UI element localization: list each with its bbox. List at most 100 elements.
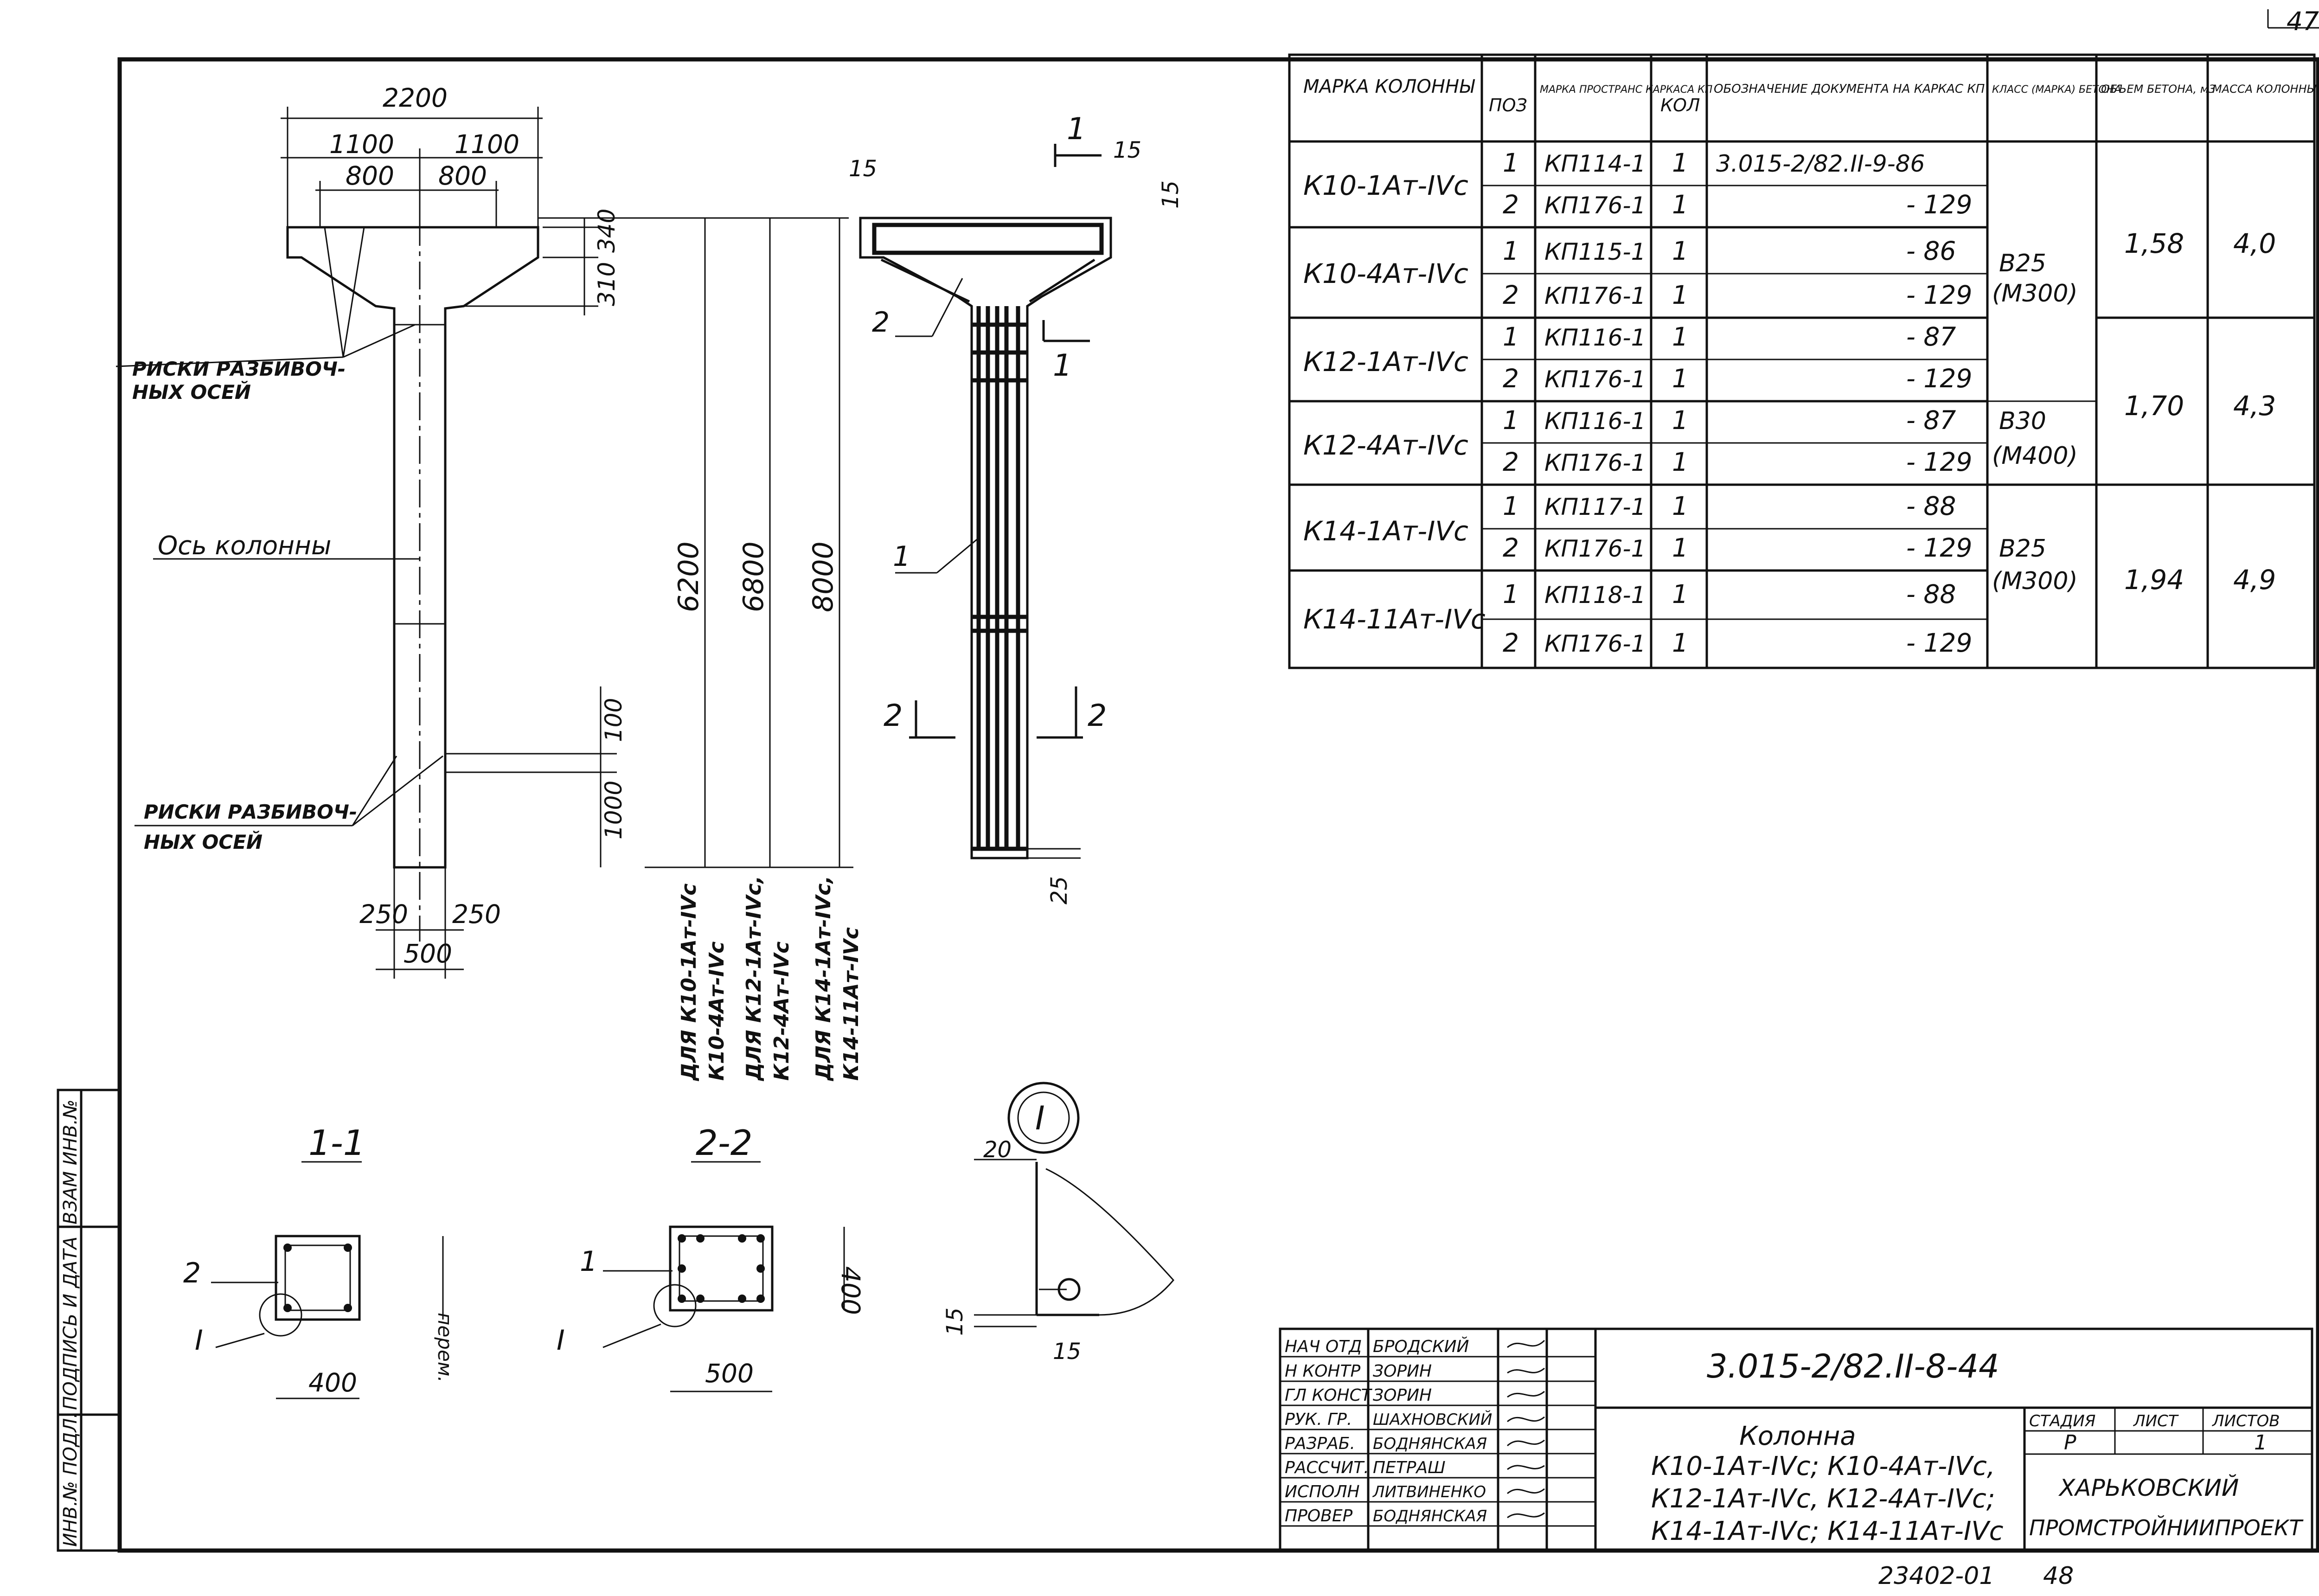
staff-1-role: НАЧ ОТД <box>1285 1337 1362 1356</box>
height-caption-6800-b: К12-4Ат-IVс <box>770 942 794 1081</box>
height-dim-6800: 6800 <box>737 541 770 612</box>
staff-1-name: БРОДСКИЙ <box>1373 1337 1469 1356</box>
row-3-kp-2: КП176-1 <box>1544 366 1646 393</box>
header-pos: ПОЗ <box>1489 95 1527 115</box>
volume-2: 1,70 <box>2124 390 2184 422</box>
staff-4-role: РУК. ГР. <box>1285 1410 1352 1429</box>
row-3-doc-1: - 87 <box>1906 322 1956 352</box>
dim-25: 25 <box>1046 876 1072 904</box>
height-dim-8000: 8000 <box>807 541 839 612</box>
title-line-1: Колонна <box>1739 1421 1856 1451</box>
header-qty: КОЛ <box>1660 95 1700 115</box>
row-1-pos-2: 2 <box>1503 190 1519 219</box>
concrete-1-class: В25 <box>1999 250 2046 277</box>
cut-1-top: 1 <box>1067 112 1086 147</box>
row-1-kp-1: КП114-1 <box>1544 150 1646 177</box>
side-stamp: ВЗАМ ИНВ.№ ПОДПИСЬ И ДАТА ИНВ.№ ПОДЛ. <box>60 1100 81 1547</box>
row-6-kp-2: КП176-1 <box>1544 630 1646 657</box>
org-line-2: ПРОМСТРОЙНИИПРОЕКТ <box>2029 1515 2304 1540</box>
row-4-pos-1: 1 <box>1503 405 1519 435</box>
sheets-value: 1 <box>2254 1431 2267 1455</box>
height-caption-8000-a: ДЛЯ К14-1Ат-IVс, <box>812 876 835 1082</box>
concrete-1-grade: (М300) <box>1992 280 2078 308</box>
row-4-doc-2: - 129 <box>1906 447 1972 477</box>
sheets-header: ЛИСТОВ <box>2211 1412 2280 1430</box>
section-1-1-title: 1-1 <box>308 1122 365 1163</box>
volume-3: 1,94 <box>2124 564 2184 596</box>
staff-6-role: РАССЧИТ. <box>1285 1458 1369 1477</box>
header-doc: ОБОЗНАЧЕНИЕ ДОКУМЕНТА НА КАРКАС КП <box>1714 82 1985 96</box>
dim-250-right: 250 <box>452 899 501 929</box>
staff-7-name: ЛИТВИНЕНКО <box>1372 1483 1486 1501</box>
row-6-kp-1: КП118-1 <box>1544 582 1646 609</box>
dim-500: 500 <box>404 939 452 968</box>
row-1-kp-2: КП176-1 <box>1544 192 1646 219</box>
side-stamp-podpis: ПОДПИСЬ И ДАТА <box>60 1237 81 1410</box>
pos-2-label: 2 <box>872 306 890 339</box>
staff-8-role: ПРОВЕР <box>1285 1506 1353 1525</box>
row-6-qty-2: 1 <box>1672 628 1688 658</box>
dim-1000: 1000 <box>600 781 627 840</box>
detail-I: I 20 15 15 <box>942 1082 1174 1365</box>
row-6-doc-2: - 129 <box>1906 628 1972 658</box>
section-1-1-detail: I <box>195 1324 203 1357</box>
row-1-pos-1: 1 <box>1503 148 1519 178</box>
staff-2-role: Н КОНТР <box>1285 1362 1360 1381</box>
staff-7-role: ИСПОЛН <box>1285 1482 1360 1501</box>
section-2-2-pos: 1 <box>580 1245 597 1278</box>
row-5-doc-2: - 129 <box>1906 533 1972 563</box>
label-risk-top-2: НЫХ ОСЕЙ <box>132 380 251 404</box>
dim-15-a: 15 <box>849 156 877 182</box>
row-5-pos-1: 1 <box>1503 491 1519 521</box>
cut-1-bottom: 1 <box>1053 348 1072 383</box>
row-4-pos-2: 2 <box>1503 447 1519 477</box>
row-4-mark: К12-4Ат-IVс <box>1303 429 1468 461</box>
header-volume: ОБЪЕМ БЕТОНА, м3 <box>2101 83 2216 96</box>
concrete-3-grade: (М300) <box>1992 567 2078 595</box>
title-block: НАЧ ОТД БРОДСКИЙ Н КОНТР ЗОРИН ГЛ КОНСТ … <box>1279 1327 2313 1552</box>
concrete-3-class: В25 <box>1999 535 2046 563</box>
sheet-frame <box>57 9 2319 1553</box>
detail-I-dim-15-b: 15 <box>1053 1339 1081 1365</box>
row-5-mark: К14-1Ат-IVс <box>1303 515 1468 547</box>
dim-2200: 2200 <box>383 83 448 113</box>
height-dim-6200: 6200 <box>673 541 705 612</box>
staff-6-name: ПЕТРАШ <box>1373 1458 1446 1477</box>
section-2-2-width: 500 <box>705 1359 754 1388</box>
row-2-pos-2: 2 <box>1503 280 1519 310</box>
title-line-2: К10-1Ат-IVс; К10-4Ат-IVс, <box>1651 1451 1995 1481</box>
label-risk-bottom-1: РИСКИ РАЗБИВОЧ- <box>144 801 357 823</box>
row-3-qty-1: 1 <box>1672 322 1688 352</box>
row-5-qty-1: 1 <box>1672 491 1688 521</box>
row-2-doc-2: - 129 <box>1906 280 1972 310</box>
height-dimensions: 6200 6800 8000 ДЛЯ К10-1Ат-IVс К10-4Ат-I… <box>538 217 863 1082</box>
volume-1: 1,58 <box>2124 228 2184 259</box>
dim-800-left: 800 <box>346 161 394 191</box>
header-mark: МАРКА КОЛОННЫ <box>1303 76 1475 97</box>
sheet-header: ЛИСТ <box>2133 1412 2179 1430</box>
row-2-kp-1: КП115-1 <box>1544 238 1646 265</box>
row-5-kp-2: КП176-1 <box>1544 535 1646 562</box>
cut-2-right: 2 <box>1088 699 1107 733</box>
staff-2-name: ЗОРИН <box>1373 1362 1432 1381</box>
dim-800-right: 800 <box>438 161 487 191</box>
height-caption-6200-b: К10-4Ат-IVс <box>705 942 729 1081</box>
label-column-axis: Ось колонны <box>158 531 331 560</box>
label-risk-top-1: РИСКИ РАЗБИВОЧ- <box>132 358 346 380</box>
row-2-kp-2: КП176-1 <box>1544 282 1646 309</box>
dim-100: 100 <box>600 698 627 742</box>
row-2-qty-1: 1 <box>1672 236 1688 266</box>
row-3-mark: К12-1Ат-IVс <box>1303 346 1468 378</box>
header-mass: МАССА КОЛОННЫ, Т <box>2212 83 2319 96</box>
row-5-doc-1: - 88 <box>1906 491 1956 521</box>
section-2-2-detail: I <box>557 1324 565 1357</box>
section-2-2-height: 400 <box>836 1266 865 1315</box>
detail-I-dim-20: 20 <box>983 1137 1012 1163</box>
reinforcement-view: 1 1 2 2 2 1 15 15 15 25 <box>849 112 1184 904</box>
row-2-doc-1: - 86 <box>1906 236 1956 266</box>
dim-1100-right: 1100 <box>455 129 519 159</box>
stage-value: Р <box>2064 1431 2076 1455</box>
org-line-1: ХАРЬКОВСКИЙ <box>2058 1474 2239 1501</box>
dim-340: 340 <box>593 209 620 253</box>
